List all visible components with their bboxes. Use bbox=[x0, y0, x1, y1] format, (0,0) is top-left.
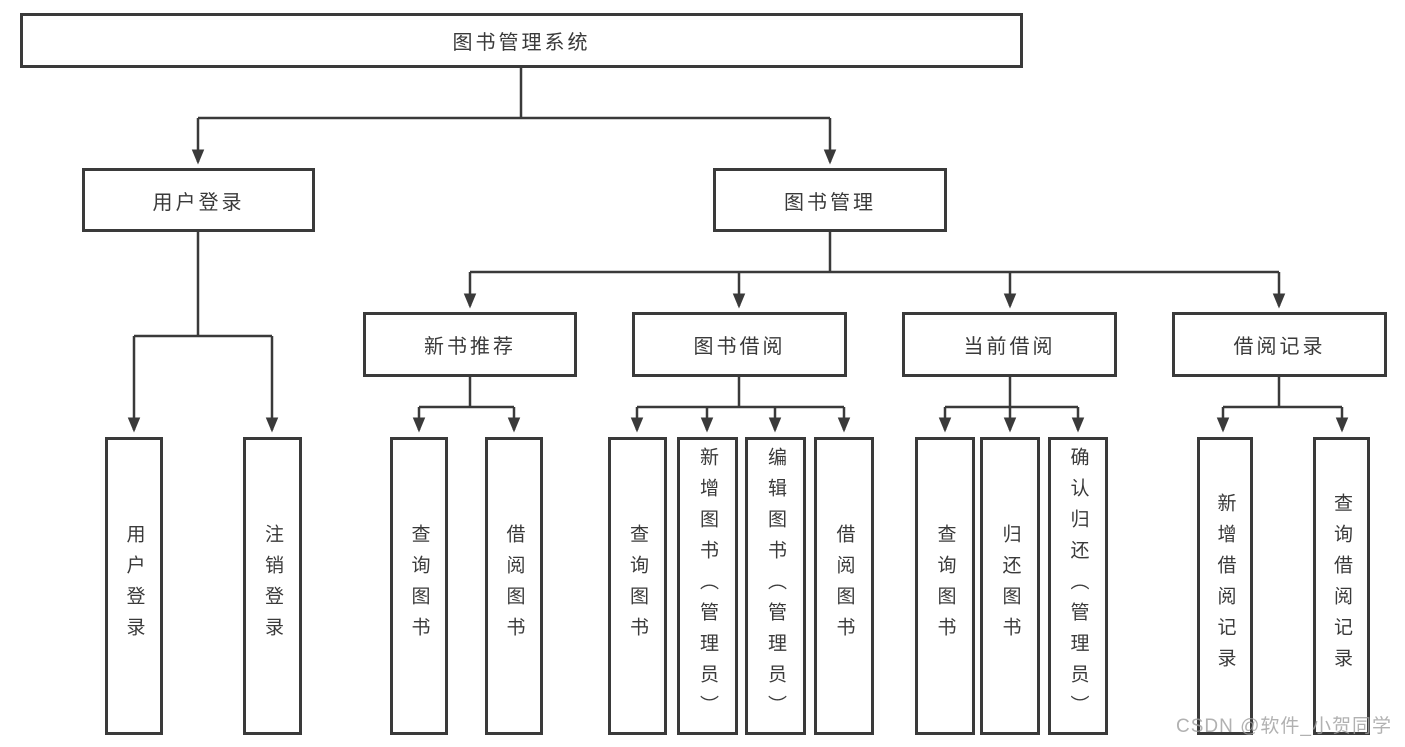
node-leaf-query-books-1: 查询图书 bbox=[390, 437, 448, 735]
node-leaf-add-books-admin: 新增图书（管理员） bbox=[677, 437, 738, 735]
node-book-borrow: 图书借阅 bbox=[632, 312, 847, 377]
node-new-book-recommend: 新书推荐 bbox=[363, 312, 577, 377]
node-leaf-borrow-books-2: 借阅图书 bbox=[814, 437, 874, 735]
node-leaf-logout: 注销登录 bbox=[243, 437, 302, 735]
node-leaf-query-books-2: 查询图书 bbox=[608, 437, 667, 735]
node-leaf-edit-books-admin: 编辑图书（管理员） bbox=[745, 437, 806, 735]
node-user-login-branch: 用户登录 bbox=[82, 168, 315, 232]
node-current-borrow: 当前借阅 bbox=[902, 312, 1117, 377]
node-root-system: 图书管理系统 bbox=[20, 13, 1023, 68]
node-leaf-query-borrow-record: 查询借阅记录 bbox=[1313, 437, 1370, 735]
csdn-watermark: CSDN @软件_小贺同学 bbox=[1176, 716, 1392, 737]
node-leaf-borrow-books-1: 借阅图书 bbox=[485, 437, 543, 735]
node-book-management-branch: 图书管理 bbox=[713, 168, 947, 232]
node-borrow-record: 借阅记录 bbox=[1172, 312, 1387, 377]
node-leaf-confirm-return-admin: 确认归还（管理员） bbox=[1048, 437, 1108, 735]
node-leaf-add-borrow-record: 新增借阅记录 bbox=[1197, 437, 1253, 735]
node-leaf-user-login: 用户登录 bbox=[105, 437, 163, 735]
node-leaf-return-books: 归还图书 bbox=[980, 437, 1040, 735]
node-leaf-query-books-3: 查询图书 bbox=[915, 437, 975, 735]
